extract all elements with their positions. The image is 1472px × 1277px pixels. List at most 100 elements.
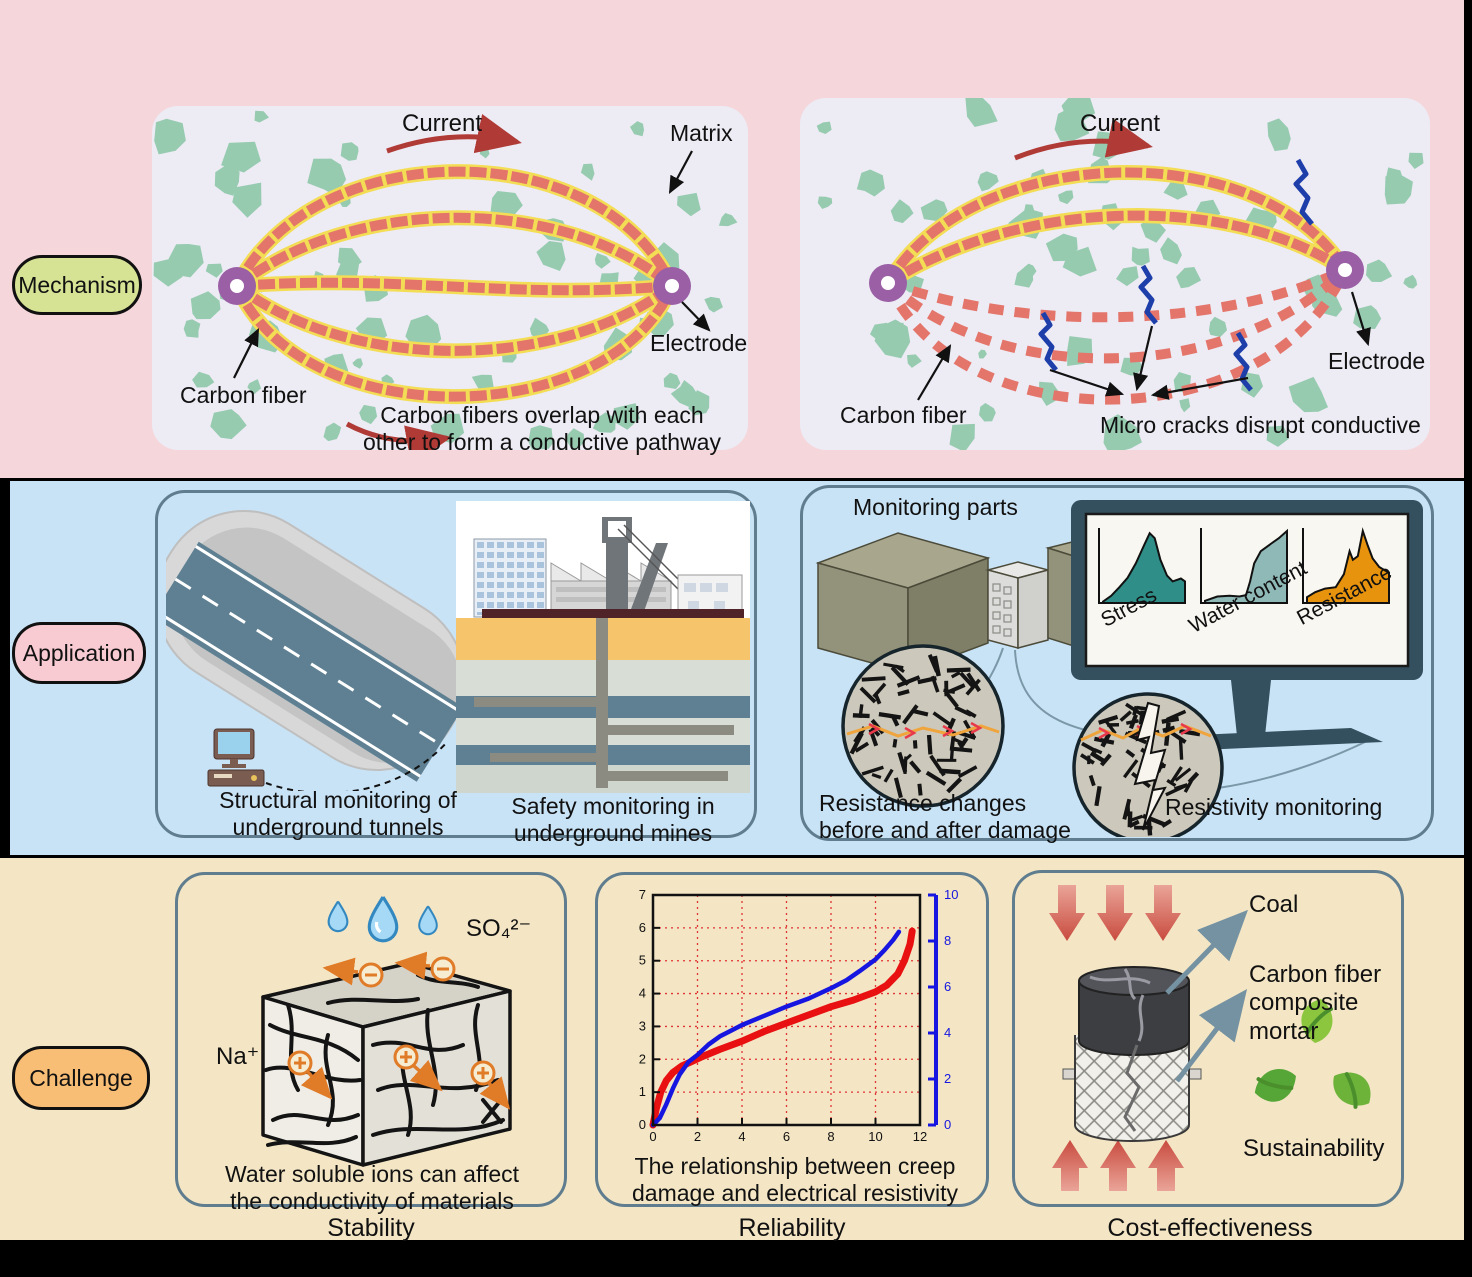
cost-panel: Coal Carbon fiber composite mortar Susta… [1012, 870, 1404, 1207]
svg-text:1: 1 [639, 1084, 646, 1099]
application-pill-label: Application [22, 639, 136, 666]
application-right-panel: Monitoring parts Stress Water content Re… [800, 485, 1434, 844]
sustainability-label: Sustainability [1243, 1135, 1385, 1162]
water-drops [327, 896, 438, 943]
application-pill: Application [12, 622, 146, 684]
recycle-leaves-icon [1254, 999, 1371, 1109]
left-border [0, 481, 10, 855]
challenge-pill-label: Challenge [29, 1064, 133, 1091]
matrix-label: Matrix [670, 120, 733, 146]
svg-text:6: 6 [639, 920, 646, 935]
svg-text:2: 2 [639, 1051, 646, 1066]
positive-ions [287, 1044, 511, 1110]
svg-text:0: 0 [944, 1117, 951, 1132]
so4-label: SO₄²⁻ [466, 915, 532, 942]
current-arrow [386, 114, 522, 154]
stability-caption: Water soluble ions can affect the conduc… [224, 1161, 520, 1215]
coal-pointer [1165, 909, 1248, 995]
svg-text:7: 7 [639, 887, 646, 902]
svg-text:8: 8 [944, 933, 951, 948]
specimen-cylinder [1062, 966, 1202, 1142]
mortar-jacket [1074, 1035, 1190, 1142]
broken-fiber-path [886, 265, 1348, 323]
electrode-label: Electrode [1328, 348, 1426, 374]
intact-caption: Carbon fibers overlap with each other to… [363, 402, 721, 456]
mechanism-pill: Mechanism [12, 255, 142, 315]
application-band: Application [0, 481, 1464, 855]
carbon-fiber-path [232, 166, 677, 289]
current-label: Current [402, 110, 483, 137]
na-label: Na⁺ [216, 1043, 260, 1070]
micro-crack [1038, 311, 1058, 372]
stability-panel: SO₄²⁻ Na⁺ Water soluble ions can affect … [175, 872, 567, 1214]
load-arrows-down [1049, 885, 1181, 941]
application-left-panel: Structural monitoring of underground tun… [155, 490, 757, 846]
stability-footer: Stability [327, 1214, 415, 1242]
negative-ions [322, 951, 456, 988]
mechanism-intact-illustration [153, 110, 738, 450]
svg-text:4: 4 [738, 1129, 745, 1144]
svg-text:10: 10 [868, 1129, 882, 1144]
svg-text:2: 2 [694, 1129, 701, 1144]
resistance-chart [1306, 527, 1390, 604]
sensor-cable [265, 740, 449, 791]
svg-text:0: 0 [649, 1129, 656, 1144]
svg-text:3: 3 [639, 1018, 646, 1033]
monitoring-parts-label: Monitoring parts [853, 494, 1018, 520]
carbon-fiber-label: Carbon fiber [840, 402, 967, 428]
electrode-pointer [681, 301, 711, 332]
carbon-fiber-label: Carbon fiber [180, 382, 307, 408]
current-arrow-bottom [345, 421, 452, 450]
carbon-fiber-pointer [233, 328, 259, 379]
water-content-chart [1204, 528, 1288, 604]
svg-text:4: 4 [944, 1025, 951, 1040]
resistance-changes-caption: Resistance changes before and after dama… [819, 790, 1071, 844]
carbon-fiber-pointer [917, 344, 952, 401]
reliability-caption: The relationship between creep damage an… [632, 1153, 958, 1207]
monitoring-computer [207, 728, 265, 787]
mine-illustration [456, 501, 750, 793]
matrix-pointer [668, 150, 693, 194]
micro-crack [1138, 264, 1158, 325]
challenge-band: Challenge [0, 858, 1464, 1242]
mechanism-band: Mechanism [0, 0, 1464, 478]
load-arrows-up [1052, 1140, 1184, 1191]
mechanism-damaged-panel: Current Electrode Carbon fiber Micro cra… [800, 98, 1430, 450]
svg-text:2: 2 [944, 1071, 951, 1086]
mechanism-intact-panel: Current Matrix Electrode Carbon fiber Ca… [152, 106, 748, 455]
current-arrow [1014, 118, 1153, 161]
svg-text:0: 0 [639, 1117, 646, 1132]
svg-text:6: 6 [944, 979, 951, 994]
coal-label: Coal [1249, 891, 1299, 918]
water-ions-illustration [261, 896, 512, 1167]
current-label: Current [1080, 110, 1161, 137]
mortar-label: Carbon fiber composite mortar [1249, 961, 1382, 1045]
mechanism-damaged-illustration [816, 98, 1424, 450]
electrode-pointer [1350, 291, 1371, 347]
mines-caption: Safety monitoring in underground mines [511, 793, 715, 847]
mechanism-pill-label: Mechanism [18, 271, 136, 298]
mortar-pointer [1175, 989, 1248, 1083]
challenge-pill: Challenge [12, 1046, 150, 1110]
svg-text:10: 10 [944, 887, 958, 902]
mine-shaft [596, 618, 608, 788]
reliability-footer: Reliability [738, 1214, 846, 1242]
svg-text:8: 8 [827, 1129, 834, 1144]
cost-footer: Cost-effectiveness [1107, 1214, 1313, 1242]
crack [1133, 701, 1167, 831]
micro-crack [1233, 331, 1253, 392]
svg-text:4: 4 [639, 986, 646, 1001]
svg-text:12: 12 [913, 1129, 927, 1144]
resistivity-monitoring-caption: Resistivity monitoring [1165, 794, 1383, 820]
micro-crack [1293, 158, 1314, 226]
damaged-caption: Micro cracks disrupt conductive [1100, 412, 1421, 438]
monitoring-illustration [815, 500, 1423, 837]
coal-specimen-illustration [1049, 885, 1371, 1191]
stress-chart [1102, 531, 1186, 604]
electrode-label: Electrode [650, 330, 748, 356]
specimen [987, 569, 1019, 649]
tunnel-illustration [166, 509, 466, 791]
svg-text:6: 6 [783, 1129, 790, 1144]
